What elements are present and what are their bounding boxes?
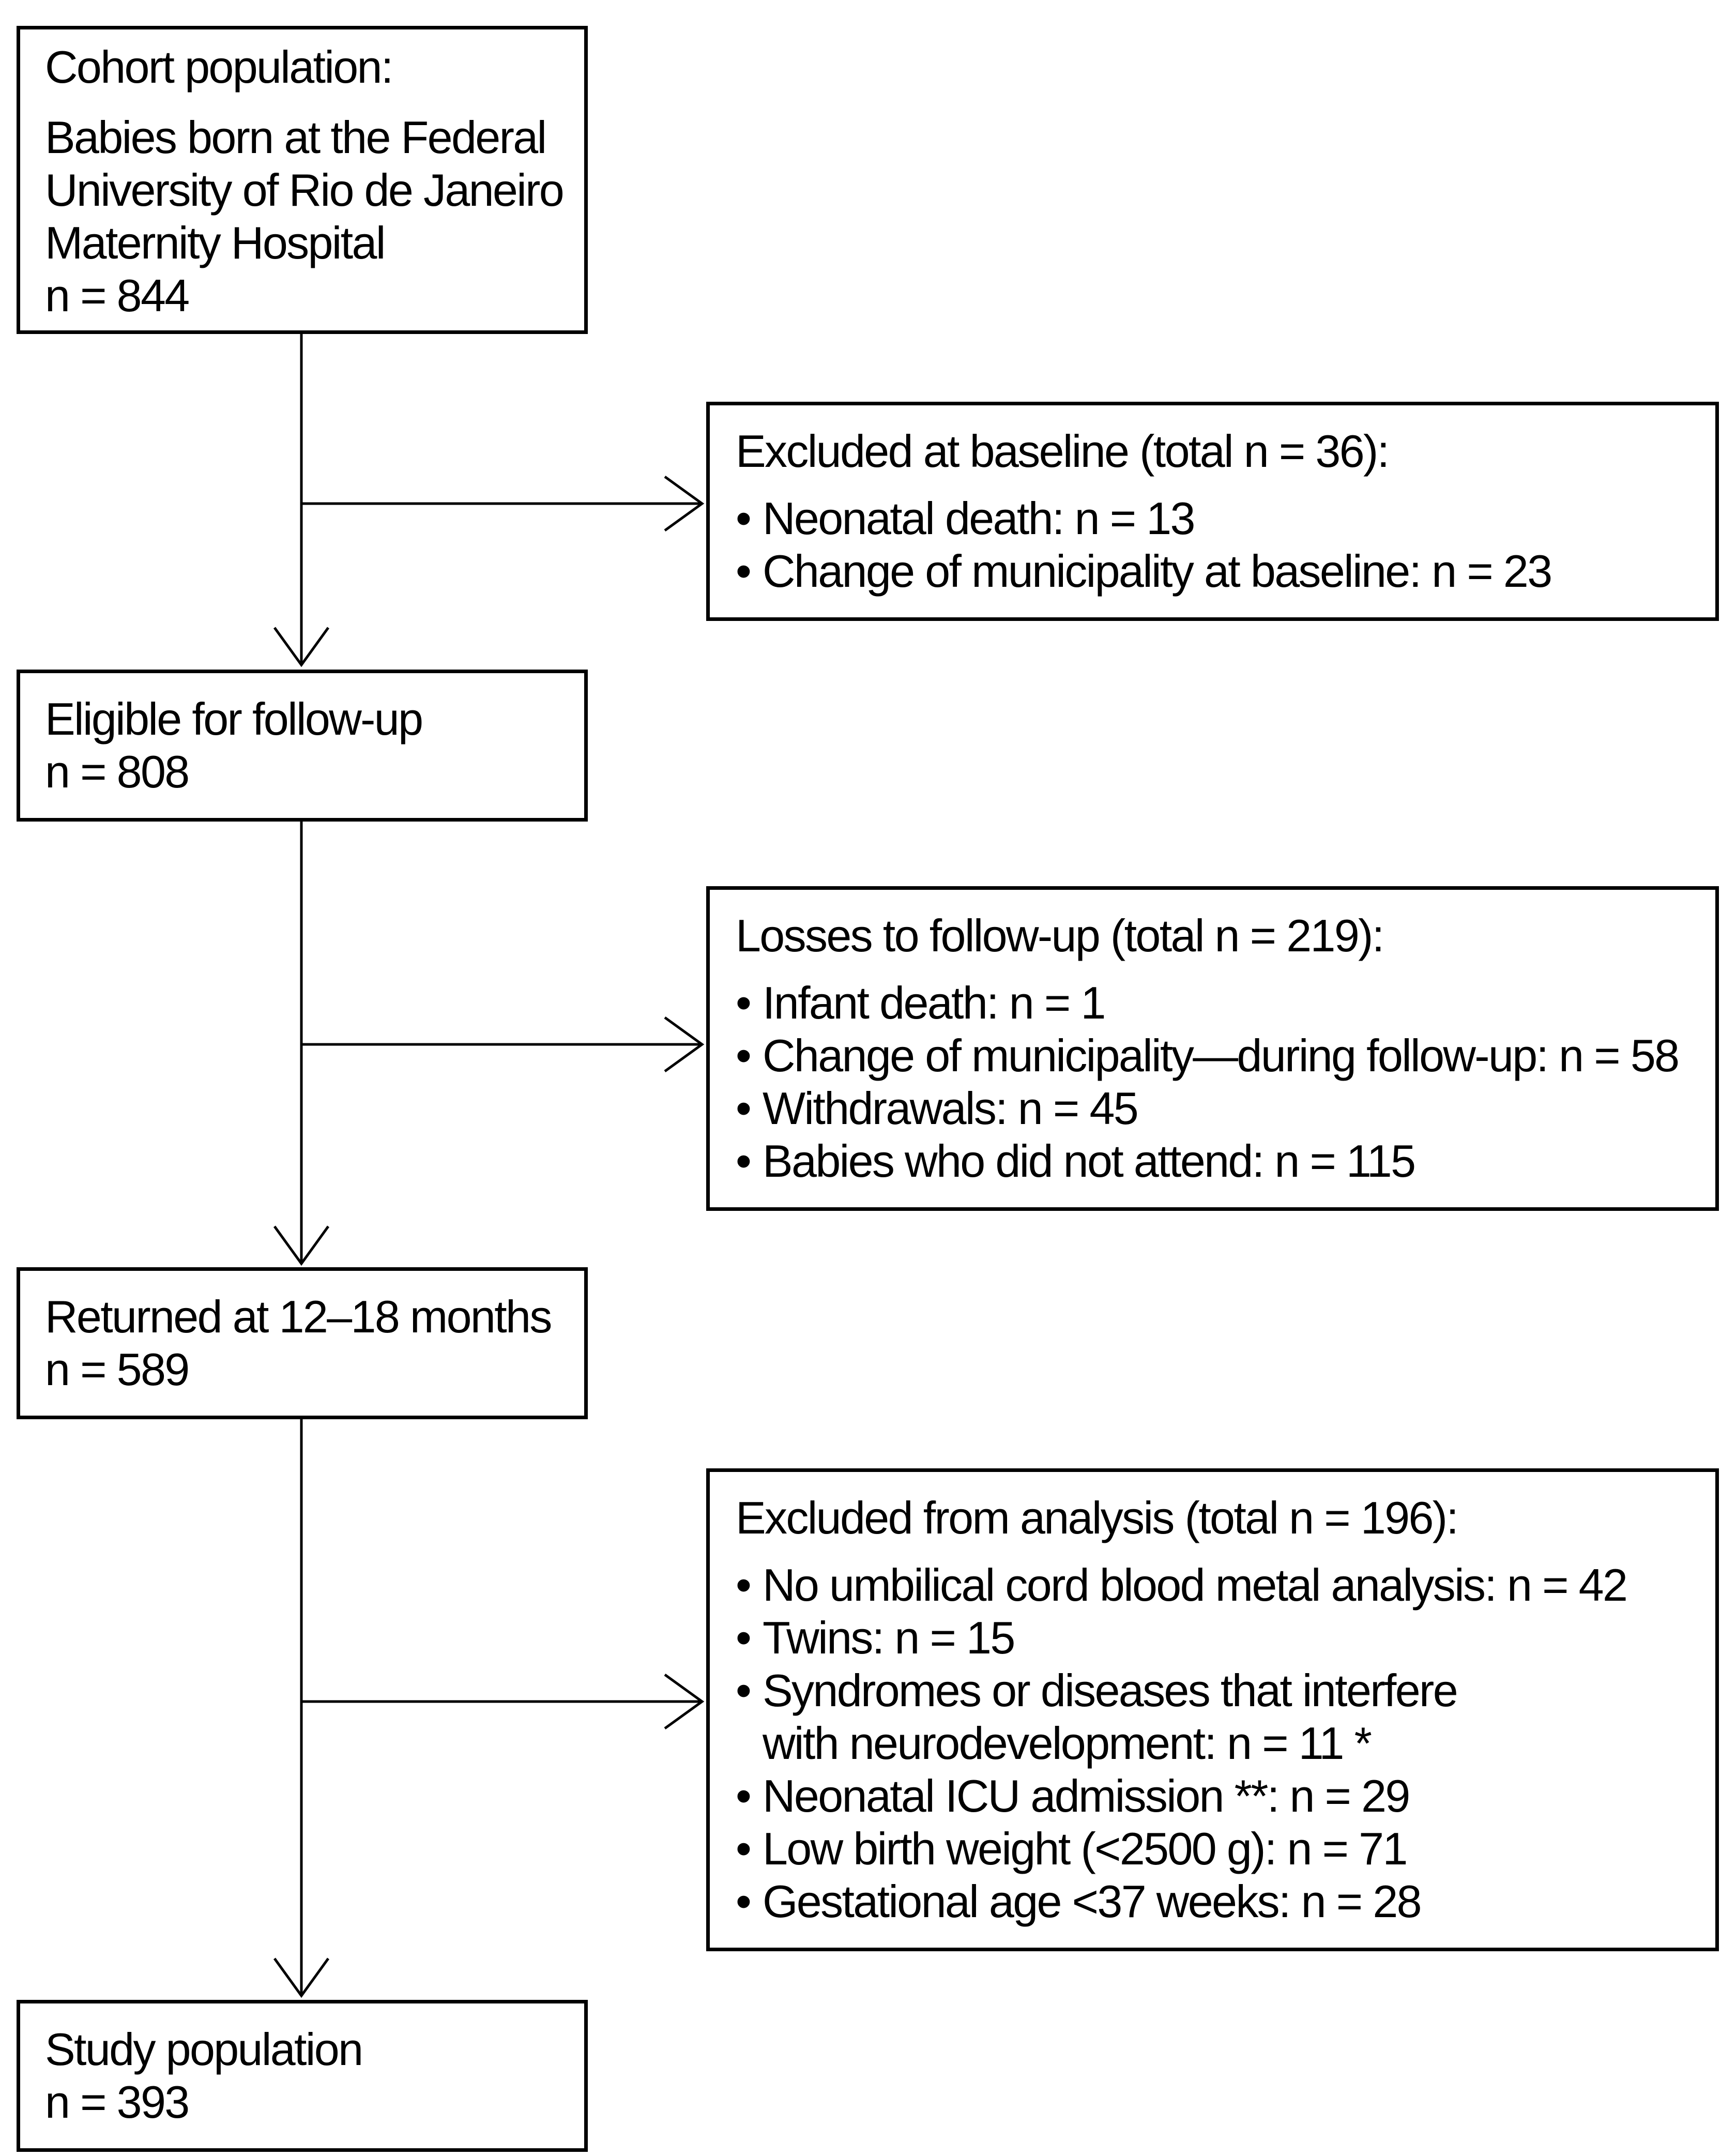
losses-item: • Babies who did not attend: n = 115 (736, 1135, 1705, 1188)
bullet-icon: • (736, 1559, 752, 1611)
eligible-box: Eligible for follow-up n = 808 (17, 670, 588, 822)
bullet-icon: • (736, 493, 752, 544)
bullet-icon: • (736, 977, 752, 1028)
arrowhead-down-study (273, 1957, 330, 1998)
excluded-analysis-item-text: Low birth weight (<2500 g): n = 71 (763, 1823, 1408, 1874)
excluded-analysis-title: Excluded from analysis (total n = 196): (736, 1492, 1459, 1543)
cohort-title: Cohort population: (45, 41, 393, 93)
study-title: Study population (45, 2024, 363, 2075)
study-population-box: Study population n = 393 (17, 2000, 588, 2152)
losses-item-text: Withdrawals: n = 45 (763, 1083, 1139, 1134)
arrowhead-right-excluded-baseline (664, 475, 705, 532)
excluded-analysis-item-text: No umbilical cord blood metal analysis: … (763, 1559, 1628, 1611)
losses-item: • Withdrawals: n = 45 (736, 1082, 1705, 1135)
excluded-baseline-item: • Change of municipality at baseline: n … (736, 545, 1705, 598)
bullet-icon: • (736, 1770, 752, 1821)
bullet-icon: • (736, 1876, 752, 1927)
losses-item: • Infant death: n = 1 (736, 977, 1705, 1029)
excluded-analysis-item: • No umbilical cord blood metal analysis… (736, 1559, 1705, 1612)
cohort-population-box: Cohort population: Babies born at the Fe… (17, 26, 588, 334)
arrowhead-right-excluded-analysis (664, 1673, 705, 1730)
returned-title: Returned at 12–18 months (45, 1291, 552, 1342)
losses-item-text: Infant death: n = 1 (763, 977, 1106, 1028)
excluded-baseline-item-text: Change of municipality at baseline: n = … (763, 545, 1552, 597)
losses-title: Losses to follow-up (total n = 219): (736, 910, 1384, 961)
eligible-title: Eligible for follow-up (45, 693, 423, 745)
bullet-icon: • (736, 1135, 752, 1187)
excluded-baseline-item: • Neonatal death: n = 13 (736, 492, 1705, 545)
bullet-icon: • (736, 1083, 752, 1134)
excluded-analysis-item: • Syndromes or diseases that interfere w… (736, 1664, 1705, 1770)
bullet-icon: • (736, 1665, 752, 1716)
eligible-n: n = 808 (45, 746, 190, 797)
excluded-analysis-item: • Low birth weight (<2500 g): n = 71 (736, 1823, 1705, 1875)
excluded-analysis-item-text: Syndromes or diseases that interfere wit… (763, 1665, 1458, 1769)
bullet-icon: • (736, 1612, 752, 1663)
excluded-analysis-item: • Gestational age <37 weeks: n = 28 (736, 1875, 1705, 1928)
excluded-analysis-item-text: Gestational age <37 weeks: n = 28 (763, 1876, 1422, 1927)
excluded-baseline-title: Excluded at baseline (total n = 36): (736, 426, 1390, 477)
excluded-analysis-item: • Twins: n = 15 (736, 1612, 1705, 1664)
excluded-analysis-item-text: Twins: n = 15 (763, 1612, 1015, 1663)
losses-box: Losses to follow-up (total n = 219): • I… (706, 886, 1719, 1211)
losses-item-text: Change of municipality—during follow-up:… (763, 1030, 1680, 1081)
losses-item: • Change of municipality—during follow-u… (736, 1029, 1705, 1082)
excluded-analysis-item-text: Neonatal ICU admission **: n = 29 (763, 1770, 1410, 1821)
arrowhead-down-returned (273, 1225, 330, 1266)
excluded-baseline-item-text: Neonatal death: n = 13 (763, 493, 1195, 544)
excluded-baseline-box: Excluded at baseline (total n = 36): • N… (706, 402, 1719, 621)
arrowhead-down-eligible (273, 627, 330, 667)
study-n: n = 393 (45, 2076, 190, 2128)
excluded-analysis-box: Excluded from analysis (total n = 196): … (706, 1468, 1719, 1951)
losses-item-text: Babies who did not attend: n = 115 (763, 1135, 1416, 1187)
excluded-analysis-item: • Neonatal ICU admission **: n = 29 (736, 1770, 1705, 1823)
returned-box: Returned at 12–18 months n = 589 (17, 1267, 588, 1419)
bullet-icon: • (736, 1030, 752, 1081)
cohort-body: Babies born at the Federal University of… (45, 112, 565, 321)
bullet-icon: • (736, 545, 752, 597)
arrowhead-right-losses (664, 1016, 705, 1073)
returned-n: n = 589 (45, 1344, 190, 1395)
bullet-icon: • (736, 1823, 752, 1874)
